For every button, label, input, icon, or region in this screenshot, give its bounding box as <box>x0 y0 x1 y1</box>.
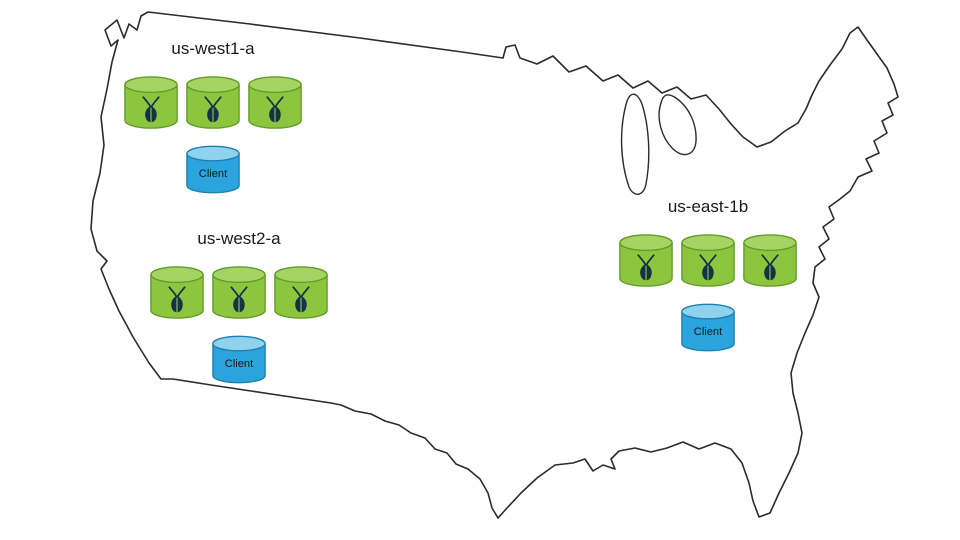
client-node: Client <box>615 302 801 354</box>
cockroach-icon <box>230 286 248 313</box>
database-node-icon <box>248 76 302 129</box>
map-outline-path <box>90 11 899 519</box>
region-us-west1-a: us-west1-a <box>120 38 306 196</box>
client-node: Client <box>120 144 306 196</box>
cockroach-icon <box>761 254 779 281</box>
client-cylinder-icon: Client <box>186 145 240 194</box>
client-cylinder-icon: Client <box>212 335 266 384</box>
client-label: Client <box>225 358 253 370</box>
cockroach-icon <box>266 96 284 123</box>
region-label: us-west2-a <box>197 229 281 248</box>
database-node-icon <box>274 266 328 319</box>
client-label: Client <box>694 326 722 338</box>
client-label: Client <box>199 168 227 180</box>
cockroach-icon <box>637 254 655 281</box>
node-row <box>120 74 306 132</box>
node-row <box>615 232 801 290</box>
cockroach-icon <box>168 286 186 313</box>
region-us-west2-a: us-west2-a <box>146 228 332 386</box>
database-node-icon <box>186 76 240 129</box>
region-label: us-west1-a <box>171 39 255 58</box>
node-row <box>146 264 332 322</box>
database-node-icon <box>619 234 673 287</box>
region-us-east-1b: us-east-1b <box>615 196 801 354</box>
database-node-icon <box>124 76 178 129</box>
database-node-icon <box>212 266 266 319</box>
cockroach-icon <box>292 286 310 313</box>
cockroach-icon <box>204 96 222 123</box>
lake-huron-shape <box>658 94 697 156</box>
database-node-icon <box>681 234 735 287</box>
database-node-icon <box>150 266 204 319</box>
lake-michigan-shape <box>620 93 650 195</box>
cockroach-icon <box>142 96 160 123</box>
database-node-icon <box>743 234 797 287</box>
client-cylinder-icon: Client <box>681 303 735 352</box>
region-label: us-east-1b <box>667 197 749 216</box>
cockroach-icon <box>699 254 717 281</box>
client-node: Client <box>146 334 332 386</box>
